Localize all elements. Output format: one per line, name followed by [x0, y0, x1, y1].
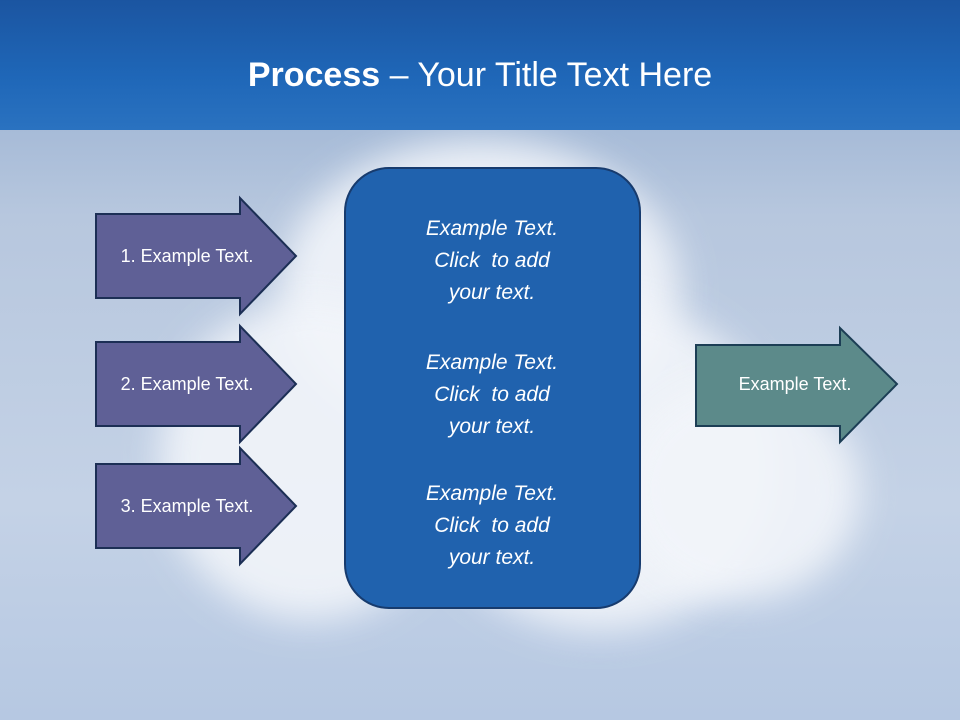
center-text-line: your text.	[448, 281, 536, 304]
center-text-line: Click to add	[434, 514, 550, 537]
left-arrow-2[interactable]	[95, 323, 298, 445]
center-text-line: your text.	[448, 546, 536, 569]
title-bar	[0, 0, 960, 130]
center-box[interactable]	[344, 167, 641, 609]
right-arrow-label: Example Text.	[738, 374, 852, 394]
right-arrow[interactable]	[695, 325, 899, 445]
left-arrow-2-label: 2. Example Text.	[120, 374, 254, 394]
left-arrow-1[interactable]	[95, 195, 298, 317]
left-arrow-1-label: 1. Example Text.	[120, 246, 254, 266]
center-text-block-2[interactable]: Example Text. Click to add your text.	[346, 347, 638, 443]
center-text-block-1[interactable]: Example Text. Click to add your text.	[346, 213, 638, 309]
center-text-line: Click to add	[434, 383, 550, 406]
slide-title[interactable]: Process – Your Title Text Here	[0, 52, 960, 98]
center-text-line: Example Text.	[425, 217, 559, 240]
center-text-block-3[interactable]: Example Text. Click to add your text.	[346, 478, 638, 574]
center-text-line: your text.	[448, 415, 536, 438]
center-text-line: Example Text.	[425, 351, 559, 374]
left-arrow-3-label: 3. Example Text.	[120, 496, 254, 516]
center-text-line: Example Text.	[425, 482, 559, 505]
title-rest: – Your Title Text Here	[380, 56, 713, 94]
center-text-line: Click to add	[434, 249, 550, 272]
title-bold: Process	[247, 56, 381, 94]
left-arrow-3[interactable]	[95, 445, 298, 567]
